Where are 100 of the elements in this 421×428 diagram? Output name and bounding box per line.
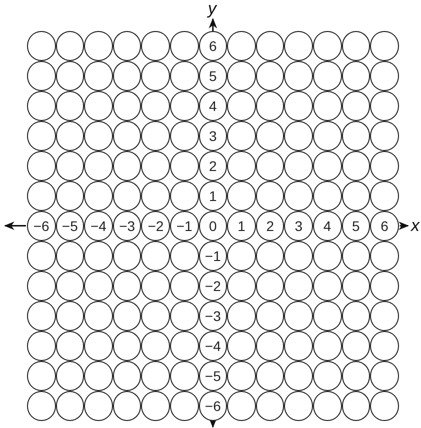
circle [84,211,113,240]
circle [370,241,399,270]
circle [27,241,56,270]
axis-number: −4 [204,338,221,354]
axis-number: 6 [380,218,388,234]
circle [227,181,256,210]
axis-number: −2 [204,278,221,294]
circle [198,121,228,150]
circle [284,181,313,210]
circle [56,61,84,90]
circle [112,121,142,150]
circle [112,271,142,300]
circle [342,91,370,120]
circle [198,181,228,210]
circle [284,91,313,120]
axis-number: −1 [176,218,192,234]
circle [141,61,170,90]
circle [56,301,84,330]
circle [313,91,342,120]
circle [141,91,170,120]
circle [342,241,370,270]
axis-number: 0 [208,218,217,234]
circle [112,61,142,90]
circle [256,91,284,120]
circle [27,181,56,210]
circle [56,121,84,150]
circle [284,121,313,150]
circle [256,391,284,420]
circle [284,151,313,180]
circle [170,31,199,60]
circle [27,31,56,60]
circle [170,121,199,150]
circle [256,301,284,330]
circle [256,151,284,180]
axis-label: x [411,216,420,234]
axis-number: 4 [323,218,332,234]
circle [227,271,256,300]
circle [27,331,56,360]
axis-number: 1 [208,188,217,204]
circle [141,211,170,240]
circle [342,181,370,210]
circle [56,391,84,420]
circle [313,271,342,300]
circle [198,91,228,120]
circle [141,151,170,180]
circle [170,241,199,270]
circle [227,121,256,150]
circle [342,271,370,300]
axis-number: 6 [208,38,217,54]
circle [342,211,370,240]
axis-number: −2 [148,218,164,234]
circle [27,151,56,180]
axis-number: −3 [119,218,136,234]
circle [84,361,113,390]
circle [284,301,313,330]
circle [313,301,342,330]
circle [170,361,199,390]
circle [284,241,313,270]
circle [370,61,399,90]
circle [370,91,399,120]
circle [170,181,199,210]
circle [84,241,113,270]
circle [313,241,342,270]
circle [284,61,313,90]
circle [56,151,84,180]
circle [56,271,84,300]
axis-number: 3 [208,128,217,144]
axis-number: 2 [266,218,274,234]
circle [256,331,284,360]
circle [342,361,370,390]
circle [342,331,370,360]
circle [27,121,56,150]
circle [56,361,84,390]
axis-number: −1 [204,248,221,264]
circle [141,241,170,270]
circle [284,361,313,390]
circle [284,391,313,420]
circle [27,91,56,120]
circle [256,361,284,390]
circle [112,181,142,210]
circle [313,361,342,390]
circle [170,211,199,240]
circle [342,391,370,420]
circle [198,391,228,420]
circle [84,391,113,420]
circle [170,391,199,420]
circle [342,31,370,60]
circle [198,241,228,270]
circle [112,151,142,180]
circle [256,61,284,90]
circle [256,31,284,60]
circle [170,301,199,330]
axis-label: y [208,0,216,17]
circle [313,31,342,60]
circle [56,211,84,240]
circle [256,241,284,270]
circle [27,61,56,90]
axis-number: −5 [62,218,78,234]
circle [342,301,370,330]
circle [112,301,142,330]
